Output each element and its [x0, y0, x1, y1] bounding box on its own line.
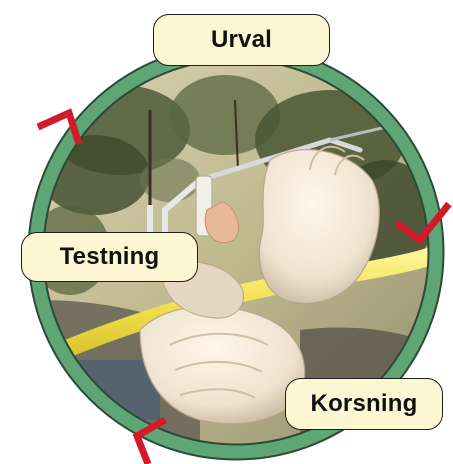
label-korsning: Korsning — [285, 378, 443, 430]
label-testning: Testning — [21, 232, 198, 282]
label-korsning-text: Korsning — [311, 390, 418, 418]
label-urval-text: Urval — [211, 26, 272, 54]
label-urval: Urval — [153, 14, 330, 66]
label-testning-text: Testning — [60, 243, 160, 271]
